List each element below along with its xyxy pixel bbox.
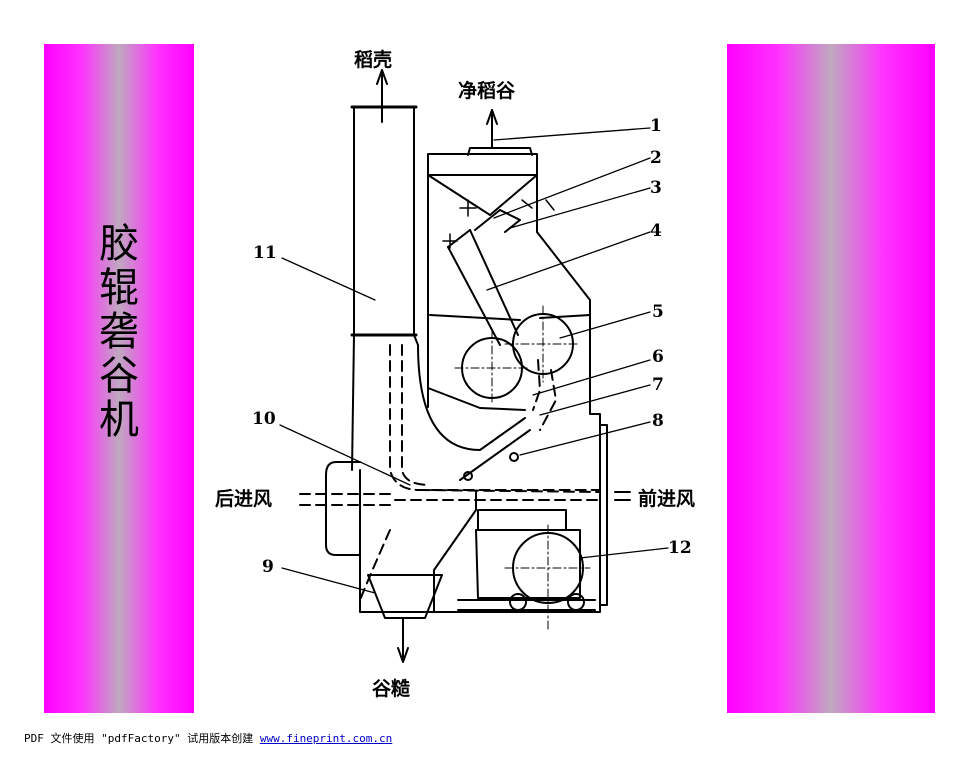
motor bbox=[457, 509, 596, 631]
rear-fan bbox=[325, 461, 361, 556]
title-char: 砻 bbox=[99, 309, 139, 355]
right-side-panel bbox=[727, 44, 935, 713]
part-number-10: 10 bbox=[252, 409, 276, 429]
rubber-roll-huller-diagram: 1 2 3 4 5 6 7 8 9 10 11 12 稻壳 净稻谷 后进风 前进… bbox=[215, 48, 695, 700]
part-number-7: 7 bbox=[652, 375, 664, 395]
title-char: 机 bbox=[99, 397, 139, 443]
front-air-mark bbox=[614, 491, 631, 501]
part-number-11: 11 bbox=[253, 243, 277, 263]
part-number-1: 1 bbox=[650, 116, 662, 136]
husk-label: 稻壳 bbox=[354, 48, 392, 71]
part-number-4: 4 bbox=[650, 221, 662, 241]
front-air-label: 前进风 bbox=[638, 487, 695, 510]
footer-text: PDF 文件使用 "pdfFactory" 试用版本创建 bbox=[24, 732, 260, 745]
left-side-panel: 胶 辊 砻 谷 机 bbox=[44, 44, 194, 713]
slide-title: 胶 辊 砻 谷 机 bbox=[44, 222, 194, 442]
title-char: 谷 bbox=[99, 353, 139, 399]
feed-hopper bbox=[467, 147, 533, 156]
part-number-2: 2 bbox=[650, 148, 662, 168]
part-number-6: 6 bbox=[652, 347, 664, 367]
rear-air-label: 后进风 bbox=[215, 488, 272, 510]
clean-paddy-label: 净稻谷 bbox=[458, 79, 516, 102]
machine-body bbox=[359, 109, 608, 613]
leader-lines bbox=[279, 127, 669, 594]
pdf-footer: PDF 文件使用 "pdfFactory" 试用版本创建 www.finepri… bbox=[24, 730, 392, 746]
air-flow-paths bbox=[299, 344, 601, 601]
title-char: 辊 bbox=[99, 265, 139, 311]
chaff-hopper bbox=[367, 574, 443, 663]
footer-link[interactable]: www.fineprint.com.cn bbox=[259, 732, 393, 745]
part-number-3: 3 bbox=[650, 178, 662, 198]
title-char: 胶 bbox=[99, 221, 139, 267]
part-number-8: 8 bbox=[652, 411, 664, 431]
part-number-5: 5 bbox=[652, 302, 664, 322]
husk-duct bbox=[350, 69, 526, 471]
part-number-9: 9 bbox=[262, 557, 274, 577]
part-number-12: 12 bbox=[668, 538, 692, 558]
chute bbox=[447, 229, 519, 346]
chaff-label: 谷糙 bbox=[372, 677, 410, 700]
